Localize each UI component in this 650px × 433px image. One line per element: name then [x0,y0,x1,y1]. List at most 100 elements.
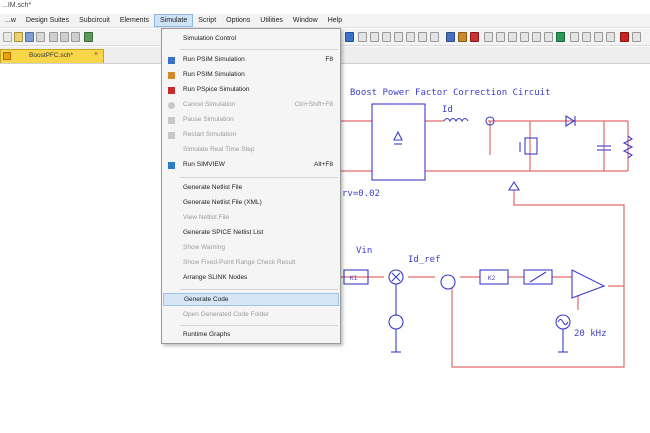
menu-script[interactable]: Script [198,17,217,24]
menu-simulate[interactable]: Simulate [154,14,194,27]
select-icon[interactable] [345,32,354,42]
menu-item-view-netlist-file[interactable]: View Netlist File [183,214,230,221]
menu-options[interactable]: Options [226,17,251,24]
source-icon[interactable] [582,32,591,42]
label-id-ref: Id_ref [408,255,441,265]
menu-item-run-psim-simulation[interactable]: Run PSIM Simulation F8 [163,54,339,67]
summing-junction [440,274,456,290]
open-folder-icon[interactable] [14,32,23,42]
menu-item-show-warning[interactable]: Show Warning [183,244,226,251]
zoom-out-icon[interactable] [370,32,379,42]
cut-icon[interactable] [49,32,58,42]
menu-item-run-pspice-simulation[interactable]: Run PSpice Simulation [163,84,339,97]
ground-icon[interactable] [508,32,517,42]
menu-separator [180,289,338,290]
comparator [571,269,606,299]
load-resistor [622,135,634,159]
menu-item-simulate-real-time-step[interactable]: Simulate Real Time Step [183,146,255,153]
tab-boostpfc[interactable]: BoostPFC.sch* × [0,49,104,63]
window-title: ...IM.sch* [2,2,32,9]
print-icon[interactable] [36,32,45,42]
menu-item-generate-code[interactable]: Generate Code [163,293,339,306]
menu-separator [180,325,338,326]
simulate-dropdown-menu: Simulation Control Run PSIM Simulation F… [161,28,341,344]
menu-item-run-psim-simulation-2[interactable]: Run PSIM Simulation [163,69,339,82]
boost-diode [565,115,576,127]
wire-icon[interactable] [484,32,493,42]
menu-item-cancel-simulation[interactable]: Cancel Simulation Ctrl+Shift+F8 [163,99,339,112]
block-gain-label: K2 [488,275,496,282]
gate-driver [508,180,520,191]
menu-item-pause-simulation[interactable]: Pause Simulation [163,114,339,127]
capacitor-icon[interactable] [532,32,541,42]
save-icon[interactable] [25,32,34,42]
label-sine-source: 20 kHz [574,329,607,339]
pspice-icon [168,87,175,94]
vin-sensor [388,314,404,330]
zoom-area-icon[interactable] [394,32,403,42]
diode-icon[interactable] [570,32,579,42]
mirror-icon[interactable] [430,32,439,42]
scope-icon[interactable] [606,32,615,42]
block-gain [479,269,509,285]
label-vin: Vin [356,246,372,256]
element-list-icon[interactable] [446,32,455,42]
title-bar: ...IM.sch* [0,0,650,14]
rotate-icon[interactable] [406,32,415,42]
menu-help[interactable]: Help [327,17,343,24]
menu-elements[interactable]: Elements [119,17,150,24]
run-psim-icon-2 [168,72,175,79]
menu-item-run-simview[interactable]: Run SIMVIEW Alt+F8 [163,159,339,172]
schematic-file-icon [3,52,11,60]
label-inductor-current: Id [442,105,453,115]
switch-icon[interactable] [556,32,565,42]
block-multiplier [343,269,369,285]
cancel-icon [168,102,175,109]
bridge-rectifier [371,103,426,181]
tab-close-icon[interactable]: × [94,51,99,58]
tab-label: BoostPFC.sch* [29,52,74,59]
more-tools-icon[interactable] [632,32,641,42]
menu-item-runtime-graphs[interactable]: Runtime Graphs [183,331,231,338]
menu-item-generate-netlist-file[interactable]: Generate Netlist File [183,184,243,191]
menu-item-open-generated-code-folder[interactable]: Open Generated Code Folder [183,311,269,318]
meter-icon[interactable] [594,32,603,42]
label-icon[interactable] [496,32,505,42]
library-icon[interactable] [458,32,467,42]
inductor-icon[interactable] [544,32,553,42]
block-controller [523,269,553,285]
block-multiplier-label: K1 [350,275,358,282]
current-sensor [485,116,495,126]
probe-icon[interactable] [470,32,479,42]
menu-item-simulation-control[interactable]: Simulation Control [183,35,237,42]
schematic-title: Boost Power Factor Correction Circuit [350,88,550,98]
schematic-drawing: Boost Power Factor Correction Circuit Id… [340,88,634,368]
zoom-in-icon[interactable] [358,32,367,42]
bridge-diode-symbol [393,130,403,141]
menu-view[interactable]: ...w [5,17,16,24]
menu-item-generate-spice-netlist[interactable]: Generate SPICE Netlist List [183,229,264,236]
menu-item-restart-simulation[interactable]: Restart Simulation [163,129,339,142]
paste-icon[interactable] [71,32,80,42]
stop-icon[interactable] [620,32,629,42]
menu-item-show-fixed-point-range-check[interactable]: Show Fixed-Point Range Check Result [183,259,296,266]
simview-icon [168,162,175,169]
new-file-icon[interactable] [3,32,12,42]
zoom-fit-icon[interactable] [382,32,391,42]
menu-item-arrange-slink-nodes[interactable]: Arrange SLINK Nodes [183,274,248,281]
pause-icon [168,117,175,124]
resistor-icon[interactable] [520,32,529,42]
copy-icon[interactable] [60,32,69,42]
run-psim-icon [168,57,175,64]
feedback-wire [451,190,625,368]
run-icon[interactable] [84,32,93,42]
menu-window[interactable]: Window [292,17,318,24]
menu-utilities[interactable]: Utilities [260,17,283,24]
boost-inductor [443,117,469,123]
label-parameter: rv=0.02 [342,189,380,199]
menu-item-generate-netlist-file-xml[interactable]: Generate Netlist File (XML) [183,199,262,206]
menu-subcircuit[interactable]: Subcircuit [79,17,110,24]
menu-design-suites[interactable]: Design Suites [25,17,70,24]
flip-icon[interactable] [418,32,427,42]
